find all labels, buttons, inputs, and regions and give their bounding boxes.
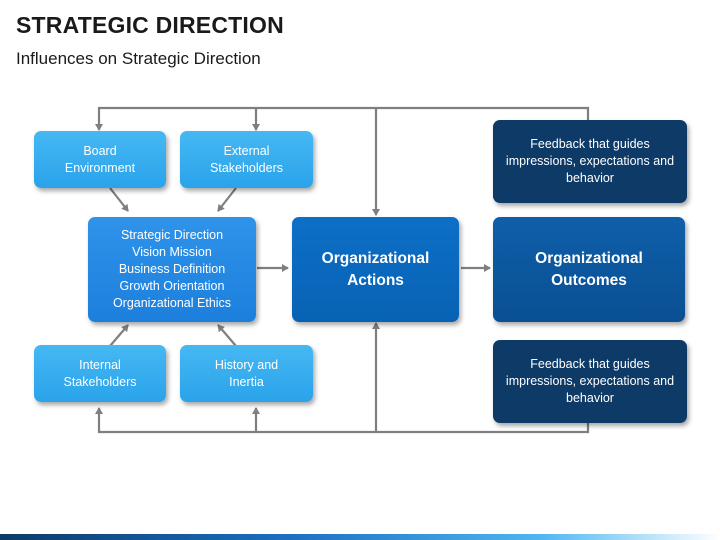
strategic-direction-line-2: Vision Mission	[132, 245, 212, 259]
strategic-direction-line-3: Business Definition	[118, 262, 226, 276]
history-inertia-box: History and Inertia	[180, 345, 313, 402]
internal-stakeholders-line-2: Stakeholders	[63, 374, 137, 389]
board-environment-line-1: Board	[83, 143, 117, 158]
page-title: STRATEGIC DIRECTION	[16, 12, 284, 38]
history-to-strategic-arrow	[217, 324, 237, 347]
organizational-actions-box: Organizational Actions	[292, 217, 459, 322]
external-stakeholders-line-1: External	[223, 143, 270, 158]
internal-stakeholders-line-1: Internal	[79, 357, 121, 372]
feedback-top-line-1: Feedback that guides	[530, 137, 650, 151]
feedback-top-line-2: impressions, expectations and	[505, 154, 675, 168]
history-inertia-line-2: Inertia	[229, 374, 264, 389]
internal-stakeholders-box: Internal Stakeholders	[34, 345, 166, 402]
board-to-strategic-arrow	[109, 187, 129, 212]
board-environment-box: Board Environment	[34, 131, 166, 188]
organizational-actions-line-1: Organizational	[321, 249, 430, 267]
organizational-outcomes-line-1: Organizational	[535, 249, 643, 267]
organizational-outcomes-box: Organizational Outcomes	[493, 217, 685, 322]
footer-accent-bar	[0, 534, 720, 540]
feedback-bottom-line-2: impressions, expectations and	[505, 374, 675, 388]
organizational-outcomes-line-2: Outcomes	[551, 271, 627, 289]
strategic-direction-line-5: Organizational Ethics	[112, 296, 232, 310]
strategic-direction-line-4: Growth Orientation	[119, 279, 225, 293]
external-stakeholders-line-2: Stakeholders	[210, 160, 283, 175]
strategic-direction-box: Strategic Direction Vision Mission Busin…	[88, 217, 256, 322]
top-loop-line	[95, 106, 590, 131]
feedback-bottom-box: Feedback that guides impressions, expect…	[493, 340, 687, 423]
feedback-bottom-line-3: behavior	[566, 391, 614, 405]
feedback-top-line-3: behavior	[566, 171, 614, 185]
organizational-actions-line-2: Actions	[347, 271, 404, 289]
feedback-top-box: Feedback that guides impressions, expect…	[493, 120, 687, 203]
bottom-loop-line	[95, 407, 590, 434]
history-inertia-line-1: History and	[214, 357, 279, 372]
strategic-direction-line-1: Strategic Direction	[120, 228, 224, 242]
feedback-bottom-line-1: Feedback that guides	[530, 357, 650, 371]
external-to-strategic-arrow	[217, 187, 237, 212]
external-stakeholders-box: External Stakeholders	[180, 131, 313, 188]
page-subtitle: Influences on Strategic Direction	[16, 49, 261, 68]
board-environment-line-2: Environment	[64, 160, 136, 175]
internal-to-strategic-arrow	[109, 324, 129, 347]
